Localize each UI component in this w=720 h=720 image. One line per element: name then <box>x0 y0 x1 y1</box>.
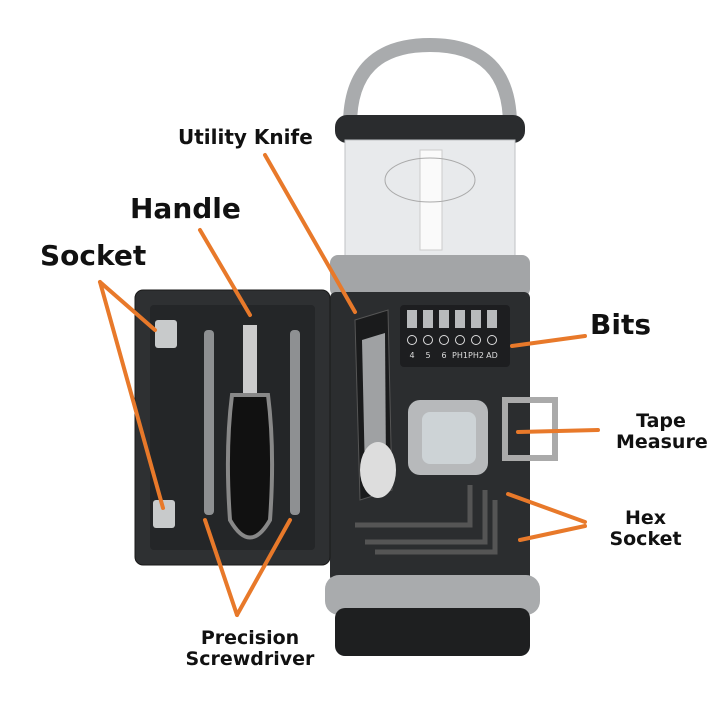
label-socket: Socket <box>40 239 147 272</box>
arrow-socket-bottom <box>98 280 165 510</box>
bit-label: 5 <box>425 351 430 360</box>
arrow-handle <box>198 228 252 317</box>
bit <box>423 310 433 328</box>
hex-keys <box>355 485 498 555</box>
arrow-utility-knife <box>263 153 357 314</box>
bit-symbol-icon <box>455 335 465 345</box>
bit-label: AD <box>486 351 498 360</box>
bit <box>471 310 481 328</box>
arrow-socket-top <box>98 280 157 332</box>
lantern-base-grey <box>325 575 540 615</box>
bit-symbol-icon <box>439 335 449 345</box>
bit-label: PH1 <box>452 351 468 360</box>
socket-bottom <box>153 500 175 528</box>
label-line: Tape <box>636 410 686 432</box>
bit <box>439 310 449 328</box>
bit-symbol-icon <box>407 335 417 345</box>
precision-screwdriver-right <box>290 330 300 515</box>
label-line: Precision <box>200 627 300 649</box>
bit <box>455 310 465 328</box>
arrow-precision-left <box>203 518 239 617</box>
arrow-tape-measure <box>516 428 600 434</box>
bit-symbol-icon <box>423 335 433 345</box>
bit-label: 4 <box>409 351 414 360</box>
arrow-hex-2 <box>518 524 587 542</box>
bit-symbol-icon <box>471 335 481 345</box>
bit <box>407 310 417 328</box>
lantern-base-ring <box>335 608 530 656</box>
label-precision-screwdriver: Precision Screwdriver <box>175 628 325 670</box>
label-hex-socket: Hex Socket <box>608 508 683 550</box>
label-line: Hex <box>624 507 667 529</box>
label-bits: Bits <box>590 308 651 341</box>
socket-top <box>155 320 177 348</box>
handle <box>225 325 275 540</box>
label-line: Socket <box>609 527 682 550</box>
label-line: Measure <box>616 430 708 453</box>
bit-label: PH2 <box>468 351 484 360</box>
bit-symbol-icon <box>487 335 497 345</box>
tape-measure <box>408 397 558 475</box>
label-utility-knife: Utility Knife <box>178 125 313 149</box>
callout-arrows <box>98 153 600 617</box>
lantern-band <box>330 255 530 297</box>
bit-label: 6 <box>441 351 446 360</box>
arrow-bits <box>510 334 587 348</box>
lantern-handle <box>343 37 517 126</box>
label-handle: Handle <box>130 192 241 225</box>
precision-screwdriver-left <box>204 330 214 515</box>
arrow-hex-1 <box>506 492 587 524</box>
lantern-top-ring <box>335 115 525 143</box>
utility-knife <box>354 309 396 501</box>
arrow-precision-right <box>235 518 292 617</box>
label-line: Screwdriver <box>185 647 315 670</box>
bit <box>487 310 497 328</box>
label-tape-measure: Tape Measure <box>616 410 708 453</box>
